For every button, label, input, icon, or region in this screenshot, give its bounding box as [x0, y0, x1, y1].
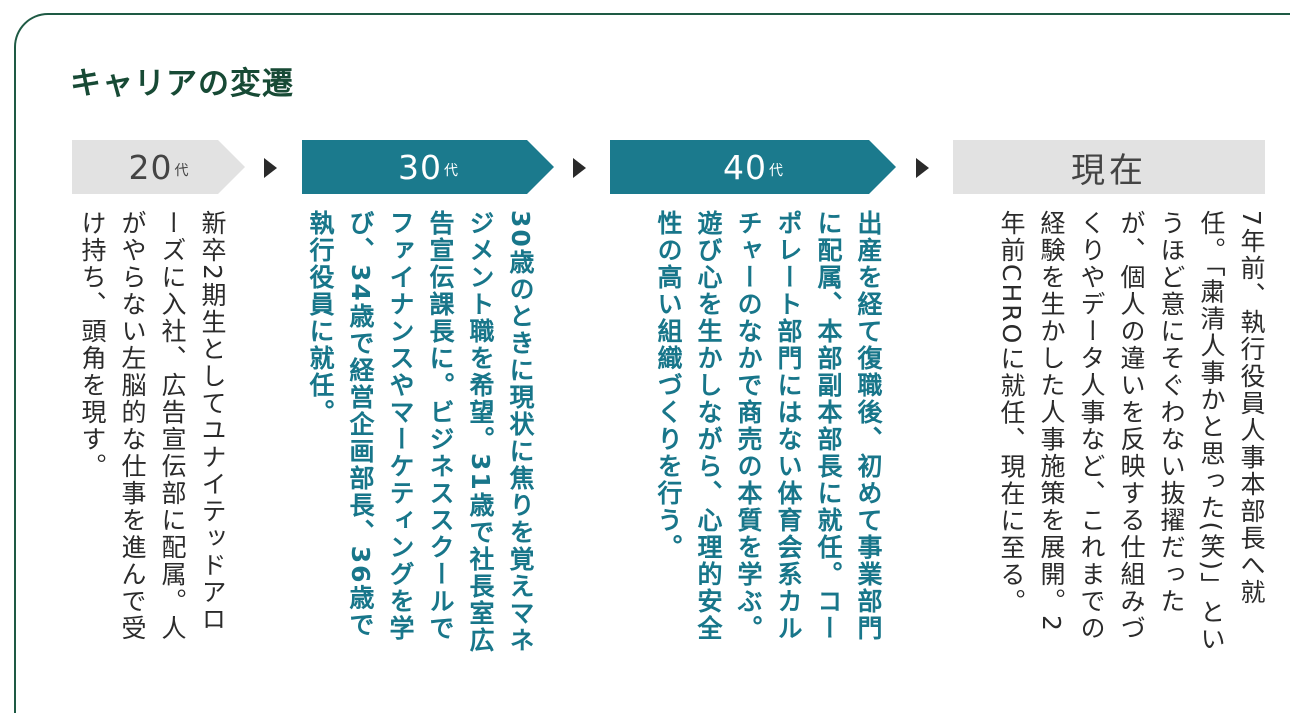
stage-current-header: 現在 — [953, 140, 1265, 194]
stage-30s-description: 30歳のときに現状に焦りを覚えマネジメント職を希望。31歳で社長室広告宣伝課長に… — [306, 210, 535, 654]
stage-40s-age: 40 — [723, 147, 767, 187]
section-title: キャリアの変遷 — [70, 66, 294, 102]
stage-30s-age: 30 — [398, 147, 442, 187]
arrow-separator-2 — [573, 158, 586, 178]
stage-20s-description: 新卒2期生としてユナイテッドアローズに入社、広告宣伝部に配属。人がやらない左脳的… — [78, 210, 227, 642]
stage-40s-suffix: 代 — [769, 163, 783, 179]
arrow-separator-3 — [916, 158, 929, 178]
arrow-separator-1 — [264, 158, 277, 178]
career-panel-frame — [14, 13, 1290, 713]
stage-30s-suffix: 代 — [444, 163, 458, 179]
stage-20s-age: 20 — [128, 147, 173, 187]
stage-current-description: 7年前、執行役員人事本部長へ就任。「粛清人事かと思った(笑)」というほど意にそぐ… — [997, 210, 1266, 654]
stage-current-label: 現在 — [1071, 150, 1147, 191]
stage-20s-suffix: 代 — [174, 163, 189, 179]
stage-40s-description: 出産を経て復職後、初めて事業部門に配属、本部副本部長に就任。コーポレート部門には… — [654, 210, 883, 642]
